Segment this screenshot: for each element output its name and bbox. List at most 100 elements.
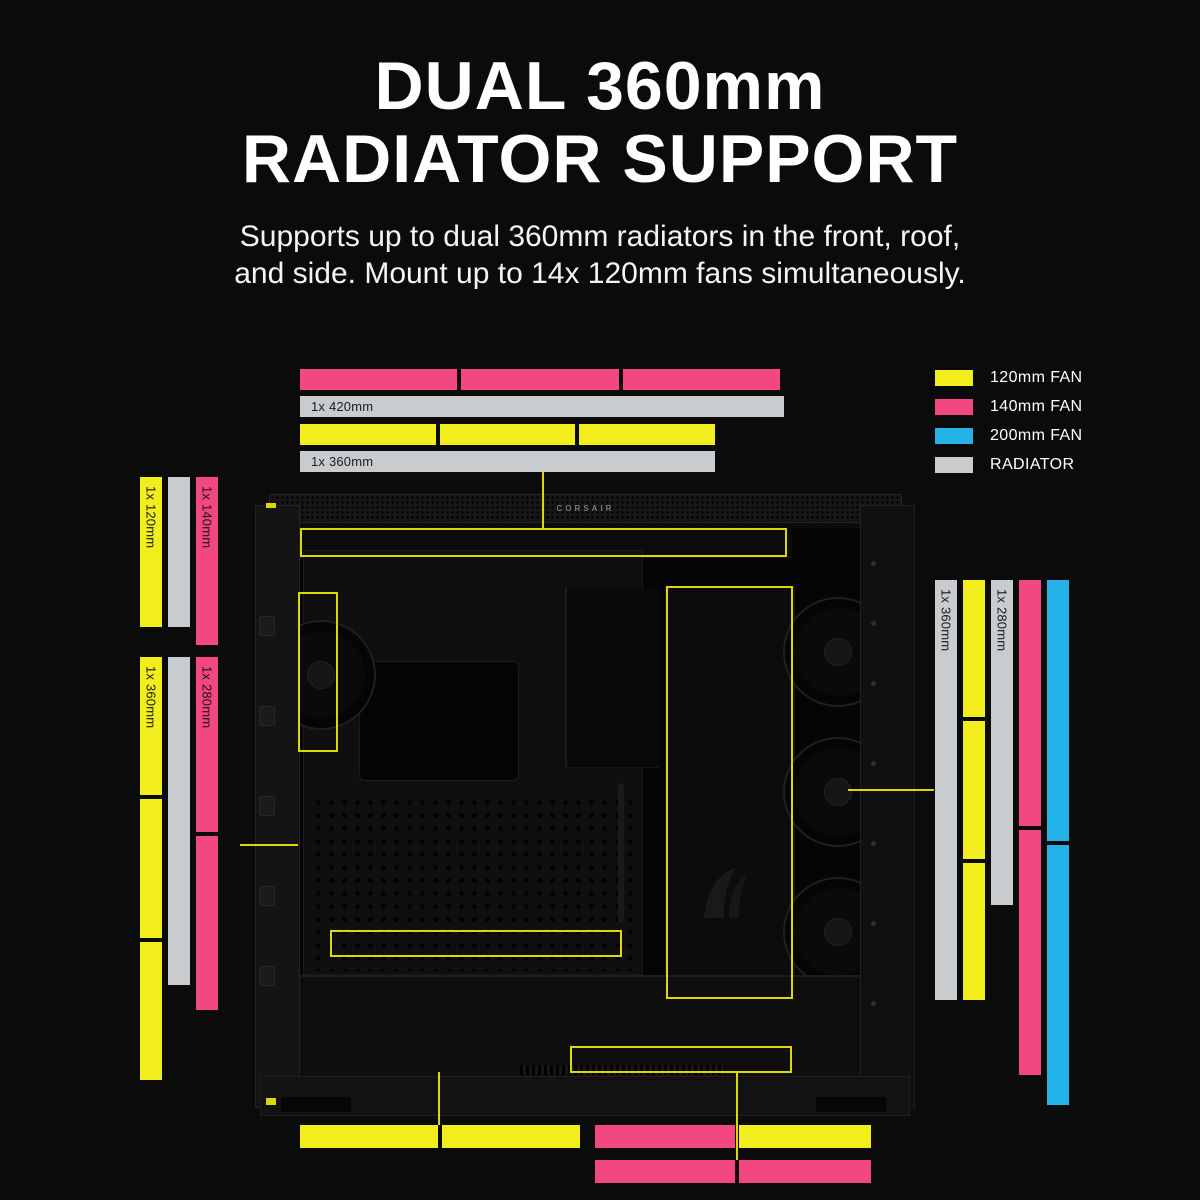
legend-label: 120mm FAN xyxy=(990,368,1083,386)
side-360mm-radiator-bar: 1x 360mm xyxy=(935,580,957,1000)
bar-label: 1x 280mm xyxy=(994,589,1010,652)
corsair-sails-logo xyxy=(704,868,747,918)
front-140mm-fan-bar: 1x 140mm xyxy=(196,477,218,645)
bar-segment xyxy=(595,1125,735,1148)
case-top-panel: CORSAIR xyxy=(269,494,902,523)
connector-front xyxy=(240,844,298,846)
legend-row-radiator: RADIATOR xyxy=(935,456,1083,473)
side-mount-bay xyxy=(665,586,795,1001)
bar-segment xyxy=(1047,844,1069,1105)
bar-segment xyxy=(595,1160,735,1183)
legend-row-140mm-fan: 140mm FAN xyxy=(935,398,1083,415)
front-120mm-radiator-bar xyxy=(168,477,190,627)
bottom-120mm-fan-bar-left xyxy=(300,1125,580,1148)
side-280mm-radiator-bar: 1x 280mm xyxy=(991,580,1013,905)
side-200mm-fan-bar xyxy=(1047,580,1069,1105)
front-rail-tab xyxy=(259,796,275,816)
bar-segment xyxy=(140,941,162,1080)
connector-side xyxy=(848,789,934,791)
bar-segment xyxy=(1019,829,1041,1075)
legend-label: RADIATOR xyxy=(990,455,1075,473)
screw xyxy=(871,621,876,626)
subtitle-line-2: and side. Mount up to 14x 120mm fans sim… xyxy=(234,256,966,290)
bar-segment xyxy=(1047,580,1069,841)
front-360mm-radiator-bar xyxy=(168,657,190,985)
front-280mm-fan-bar: 1x 280mm xyxy=(196,657,218,1010)
subtitle: Supports up to dual 360mm radiators in t… xyxy=(0,219,1200,293)
highlight-side-mount xyxy=(666,586,793,999)
bar-segment xyxy=(739,1160,871,1183)
front-120mm-fan-bar: 1x 120mm xyxy=(140,477,162,627)
case-yellow-accent xyxy=(266,503,276,508)
bar-segment xyxy=(196,657,218,832)
highlight-front-mount xyxy=(298,592,338,752)
title-line-1: DUAL 360mm xyxy=(374,48,826,124)
bar-label: 1x 360mm xyxy=(143,666,159,729)
fan-hub xyxy=(824,778,852,806)
bar-segment xyxy=(196,835,218,1010)
subtitle-line-1: Supports up to dual 360mm radiators in t… xyxy=(239,220,961,253)
roof-140mm-fan-bar xyxy=(300,369,780,390)
title-line-2: RADIATOR SUPPORT xyxy=(241,120,959,197)
bar-segment xyxy=(579,424,716,445)
bar-label: 1x 120mm xyxy=(143,486,159,549)
tray-perforation xyxy=(312,796,638,971)
highlight-shroud-mount xyxy=(330,930,622,957)
bar-segment xyxy=(1019,580,1041,826)
front-rail-tab xyxy=(259,616,275,636)
connector-roof xyxy=(542,471,544,529)
front-rail-tab xyxy=(259,706,275,726)
psu-shroud xyxy=(300,975,860,1077)
bar-segment xyxy=(963,721,985,859)
bar-label: 1x 360mm xyxy=(938,589,954,652)
case-brand-text: CORSAIR xyxy=(556,504,615,513)
legend-row-120mm-fan: 120mm FAN xyxy=(935,369,1083,386)
fan-hub xyxy=(307,661,335,689)
screw xyxy=(871,1001,876,1006)
bar-label: 1x 420mm xyxy=(311,399,374,414)
legend: 120mm FAN 140mm FAN 200mm FAN RADIATOR xyxy=(935,369,1083,485)
front-rail-tab xyxy=(259,966,275,986)
case-interior xyxy=(300,528,860,1077)
bar-segment xyxy=(140,657,162,796)
bar-label: 1x 140mm xyxy=(199,486,215,549)
bar-segment xyxy=(300,369,458,390)
fan-hub xyxy=(824,918,852,946)
bar-label: 1x 360mm xyxy=(311,454,374,469)
legend-swatch-120mm-fan xyxy=(935,369,973,386)
front-360mm-fan-bar: 1x 360mm xyxy=(140,657,162,1080)
page-title: DUAL 360mm RADIATOR SUPPORT xyxy=(0,50,1200,196)
highlight-bottom-mount xyxy=(570,1046,792,1073)
bar-segment xyxy=(963,580,985,718)
bar-segment xyxy=(300,1125,438,1148)
connector-bottom-left xyxy=(438,1072,440,1125)
highlight-roof-mount xyxy=(300,528,787,557)
side-140mm-fan-bar xyxy=(1019,580,1041,1075)
screw xyxy=(871,841,876,846)
legend-swatch-radiator xyxy=(935,456,973,473)
bar-label: 1x 280mm xyxy=(199,666,215,729)
case-foot xyxy=(816,1097,886,1112)
bar-segment xyxy=(442,1125,580,1148)
front-rail-tab xyxy=(259,886,275,906)
fan-hub xyxy=(824,638,852,666)
screw xyxy=(871,761,876,766)
case-bottom-rail xyxy=(260,1076,910,1116)
bar-segment xyxy=(300,424,436,445)
case-foot xyxy=(281,1097,351,1112)
bottom-mixed-fan-bar xyxy=(595,1125,871,1148)
side-120mm-fan-bar xyxy=(963,580,985,1000)
screw xyxy=(871,561,876,566)
case-front-rail xyxy=(255,505,300,1108)
legend-row-200mm-fan: 200mm FAN xyxy=(935,427,1083,444)
io-shroud-block xyxy=(565,588,660,768)
connector-bottom-right xyxy=(736,1072,738,1160)
bar-segment xyxy=(963,862,985,1000)
bar-segment xyxy=(622,369,780,390)
cable-management-bar xyxy=(618,783,624,923)
legend-label: 140mm FAN xyxy=(990,397,1083,415)
legend-swatch-140mm-fan xyxy=(935,398,973,415)
shroud-vents xyxy=(520,1065,725,1075)
screw xyxy=(871,681,876,686)
